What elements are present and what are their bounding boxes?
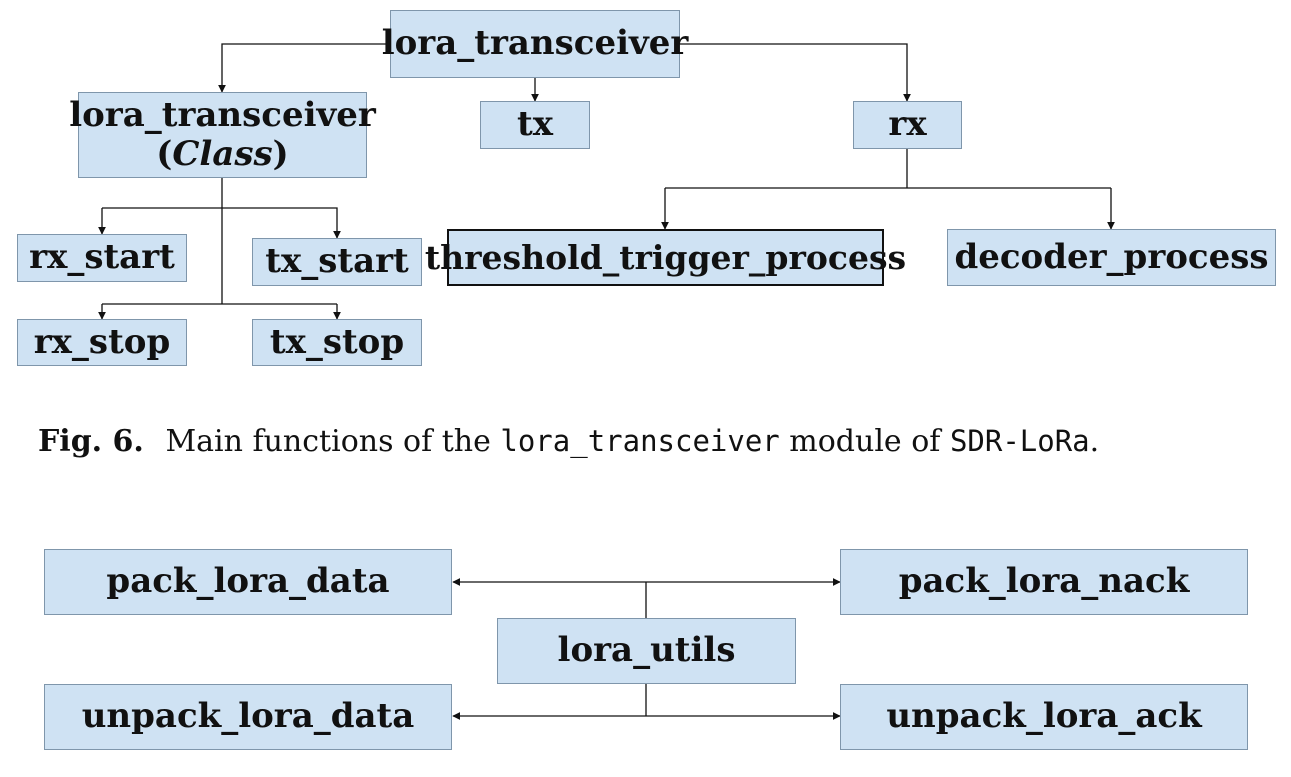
caption-period: . (1089, 424, 1100, 459)
caption-text-2: module of (789, 424, 941, 459)
edge-root-to-rx (680, 43, 911, 102)
node-unpack-lora-ack: unpack_lora_ack (840, 684, 1248, 750)
node-rx-start: rx_start (17, 234, 187, 282)
node-tx: tx (480, 101, 590, 149)
node-label: tx (517, 104, 553, 145)
node-label: lora_utils (557, 630, 736, 671)
class-open-paren: ( (156, 134, 173, 174)
node-tx-stop: tx_stop (252, 319, 422, 366)
node-label: rx_stop (33, 321, 171, 362)
caption-text-1: Main functions of the (165, 424, 491, 459)
node-lora-transceiver-class: lora_transceiver (Class) (69, 92, 376, 178)
node-label: tx_start (265, 241, 409, 282)
node-lora-transceiver-root: lora_transceiver (382, 10, 688, 78)
node-label: rx_start (29, 237, 175, 278)
node-label: rx (888, 104, 927, 145)
class-kind-line: (Class) (156, 134, 289, 174)
node-pack-lora-data: pack_lora_data (44, 549, 452, 615)
node-label: pack_lora_data (106, 561, 390, 602)
node-label: threshold_trigger_process (424, 237, 907, 277)
node-label: pack_lora_nack (898, 561, 1190, 602)
figure-caption: Fig. 6. Main functions of the lora_trans… (38, 424, 1099, 459)
node-label: unpack_lora_data (81, 696, 415, 737)
node-tx-start: tx_start (252, 238, 422, 286)
edge-root-to-class (218, 43, 390, 93)
node-label: tx_stop (269, 321, 405, 362)
node-rx-stop: rx_stop (17, 319, 187, 366)
node-label: decoder_process (954, 236, 1269, 277)
class-close-paren: ) (272, 134, 289, 174)
node-rx: rx (853, 101, 962, 149)
caption-module-name: lora_transceiver (500, 424, 780, 458)
node-threshold-trigger-process: threshold_trigger_process (425, 229, 906, 286)
node-decoder-process: decoder_process (947, 229, 1276, 286)
node-unpack-lora-data: unpack_lora_data (44, 684, 452, 750)
caption-project-name: SDR-LoRa (949, 424, 1090, 458)
node-label: unpack_lora_ack (886, 696, 1202, 737)
node-lora-utils: lora_utils (497, 618, 796, 684)
edge-class-to-tx-start (222, 207, 341, 239)
figure-number: Fig. 6. (38, 424, 144, 459)
class-name-label: lora_transceiver (69, 94, 376, 135)
node-pack-lora-nack: pack_lora_nack (840, 549, 1248, 615)
node-label: lora_transceiver (381, 23, 689, 64)
class-kind-label: Class (172, 134, 273, 174)
